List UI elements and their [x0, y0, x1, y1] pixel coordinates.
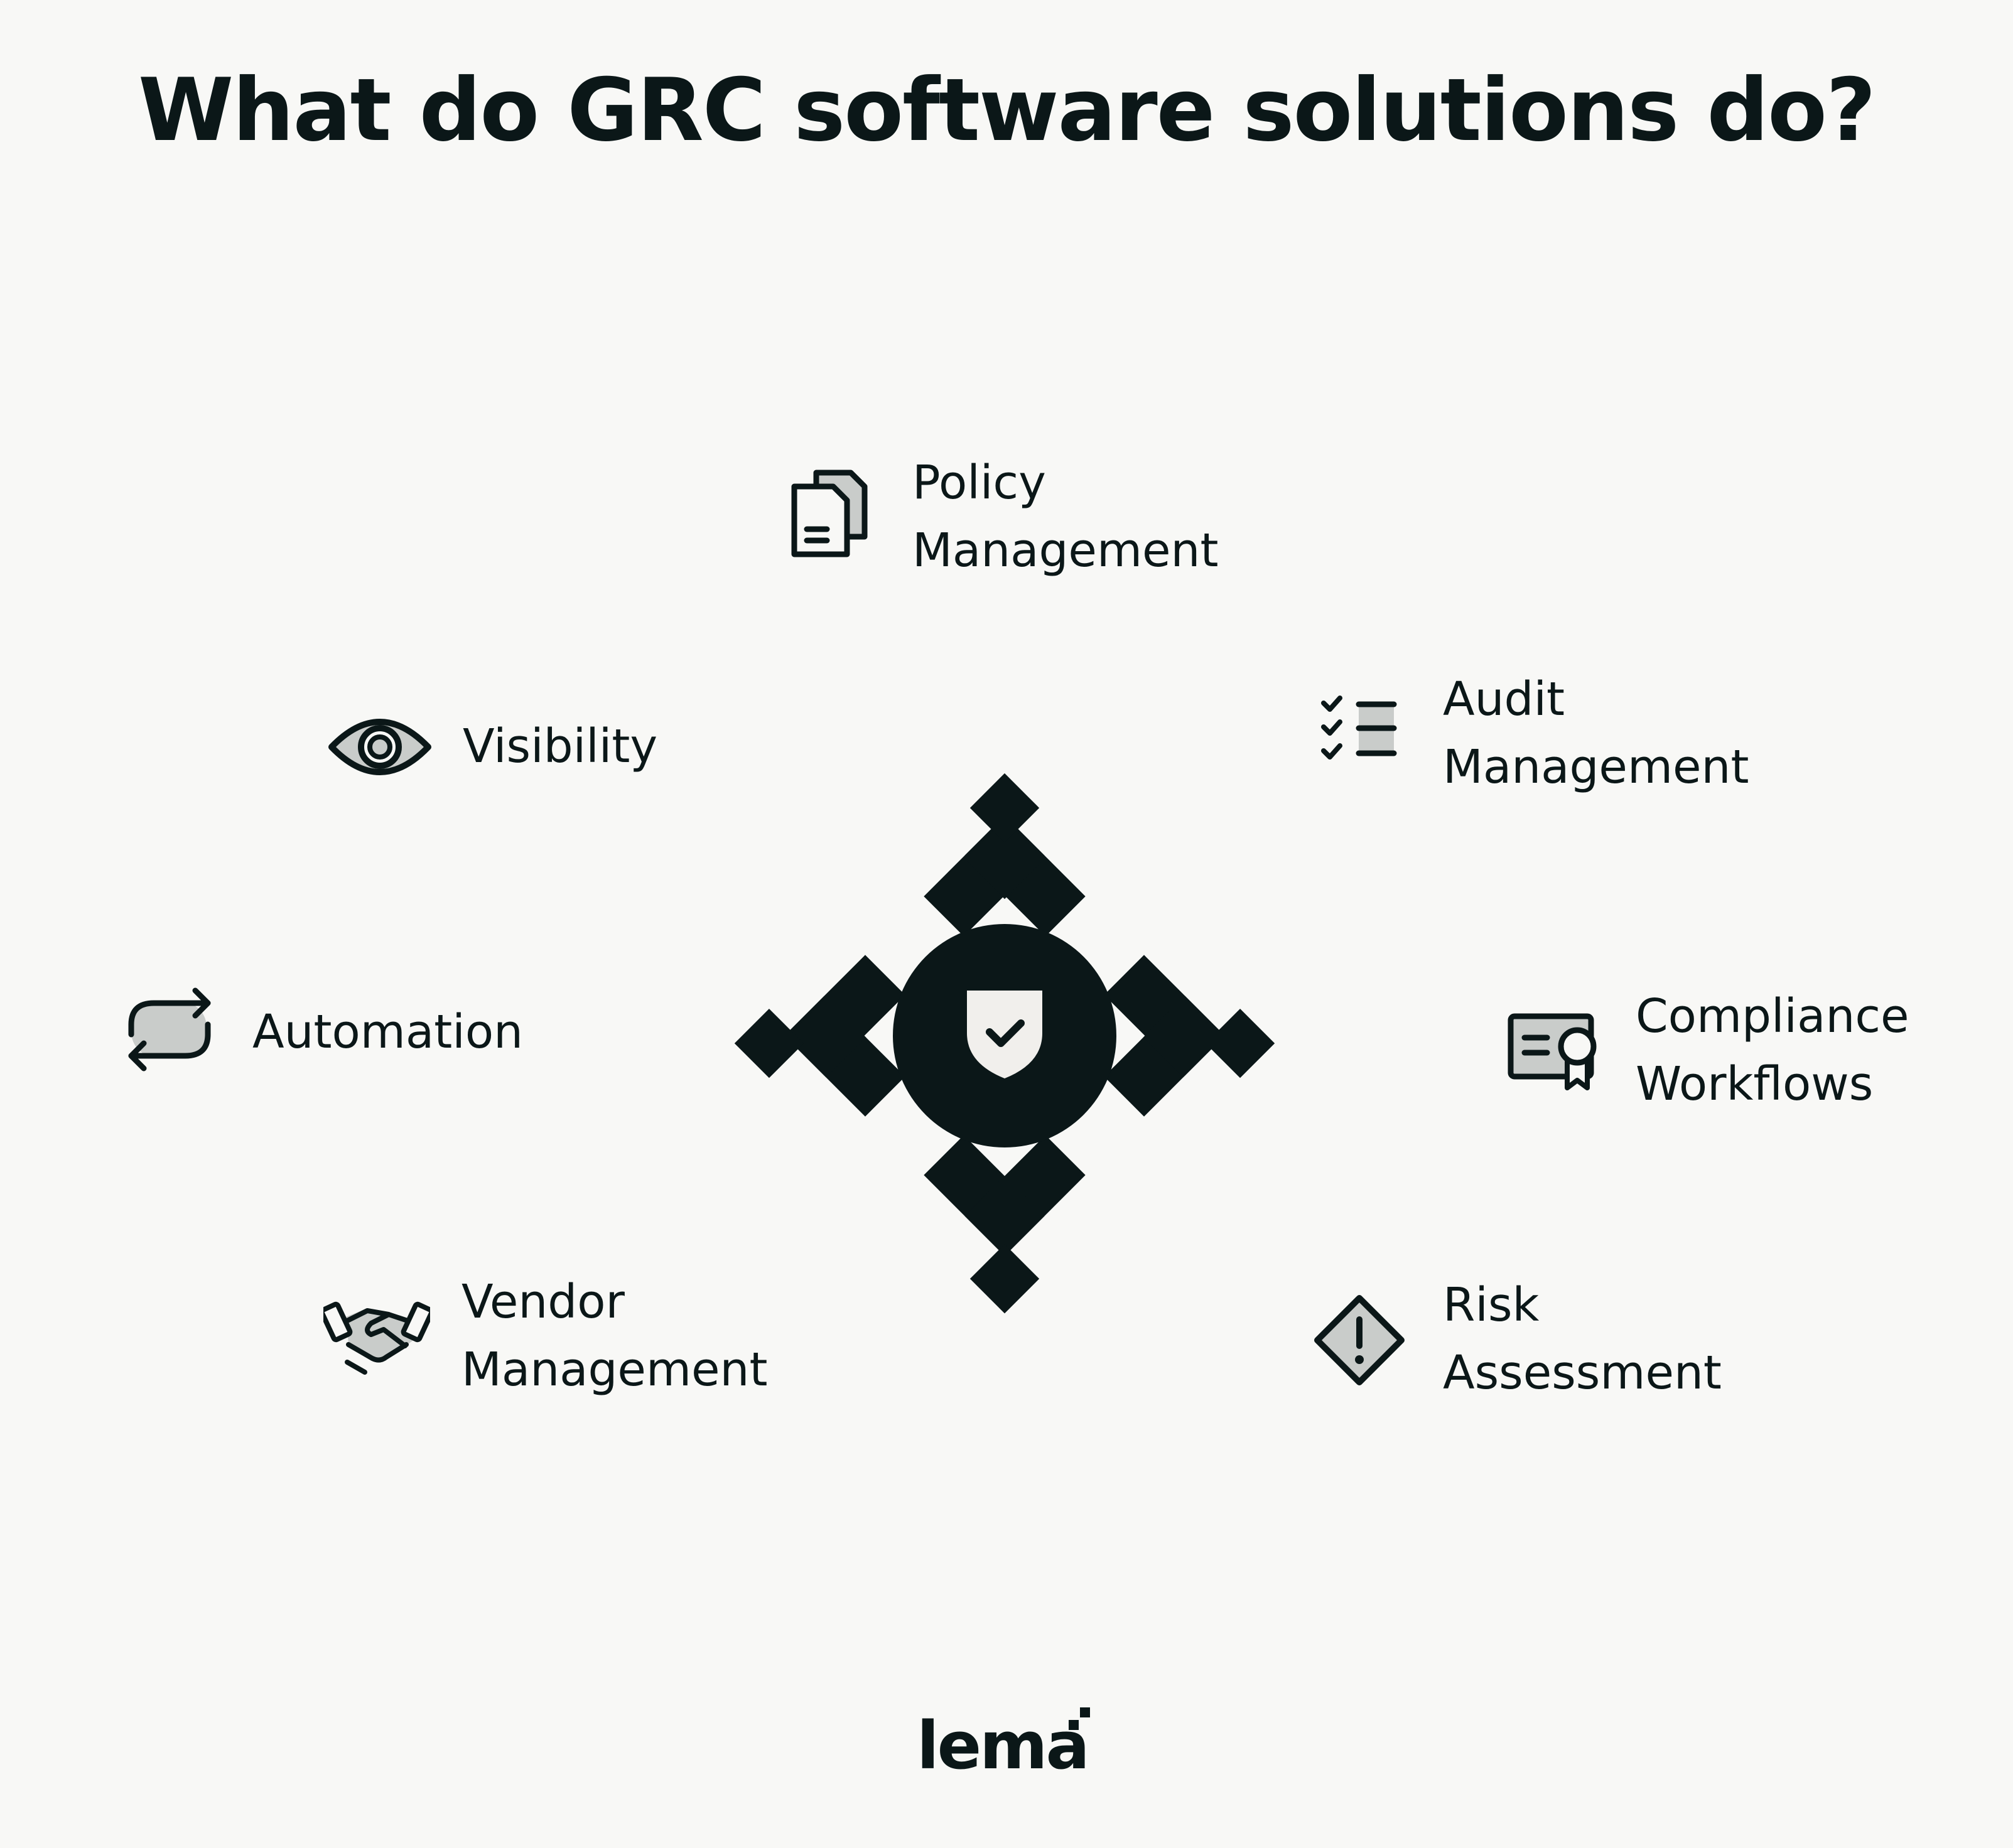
documents-icon [791, 470, 868, 557]
feature-label-line1: Automation [252, 1005, 523, 1059]
feature-vendor-management: Vendor Management [323, 1268, 801, 1412]
feature-compliance-workflows: Compliance Workflows [1507, 982, 1984, 1127]
feature-label: Audit Management [1443, 665, 1749, 801]
page-title: What do GRC software solutions do? [138, 60, 1876, 161]
feature-label: Compliance Workflows [1636, 982, 1909, 1118]
feature-label: Visibility [463, 712, 657, 780]
feature-label-line1: Risk [1443, 1278, 1540, 1332]
certificate-icon [1508, 1013, 1597, 1090]
checklist-icon [1321, 696, 1397, 760]
feature-label-line1: Compliance [1636, 989, 1909, 1043]
small-block-bottom [969, 1244, 1040, 1314]
feature-label-line2: Assessment [1443, 1346, 1722, 1400]
feature-label-line1: Visibility [463, 719, 658, 773]
feature-label: Policy Management [912, 449, 1218, 584]
feature-label-line2: Management [461, 1343, 768, 1397]
feature-label-line1: Vendor [461, 1275, 625, 1329]
small-block-top [969, 773, 1040, 843]
feature-visibility: Visibility [327, 700, 766, 794]
feature-automation: Automation [122, 986, 562, 1080]
logo-text: lema [917, 1707, 1090, 1784]
small-block-left [734, 1008, 804, 1078]
shield-check-icon [967, 991, 1042, 1078]
warning-diamond-icon [1314, 1295, 1405, 1385]
feature-audit-management: Audit Management [1319, 665, 1796, 810]
feature-label-line2: Management [1443, 740, 1749, 794]
feature-label-line2: Workflows [1636, 1057, 1874, 1111]
feature-label-line2: Management [912, 524, 1219, 578]
handshake-icon [323, 1301, 430, 1375]
feature-risk-assessment: Risk Assessment [1312, 1271, 1789, 1416]
feature-label: Risk Assessment [1443, 1271, 1722, 1407]
small-block-right [1205, 1008, 1275, 1078]
feature-label-line1: Policy [912, 456, 1046, 510]
feature-label: Vendor Management [461, 1268, 767, 1404]
lema-logo: lema [917, 1707, 1105, 1789]
repeat-arrows-icon [128, 987, 211, 1072]
logo-pixel-mark [1069, 1707, 1090, 1730]
eye-icon [328, 719, 431, 775]
feature-label: Automation [252, 998, 523, 1066]
center-diamond-graphic [734, 773, 1275, 1314]
feature-label-line1: Audit [1443, 672, 1565, 726]
feature-policy-management: Policy Management [788, 449, 1265, 593]
